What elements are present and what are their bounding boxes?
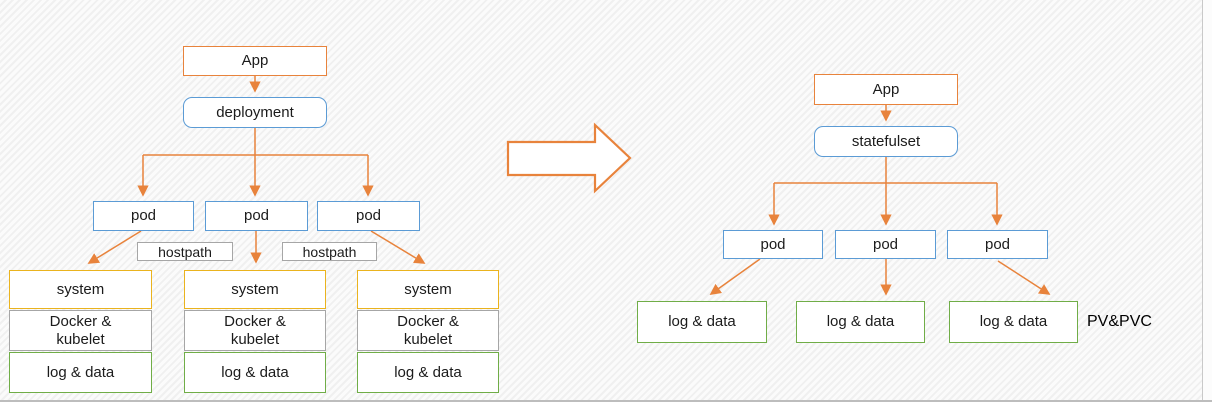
right-pod-box-3: pod (947, 230, 1048, 259)
node1-system-box: system (9, 270, 152, 309)
node1-storage-box: log & data (9, 352, 152, 393)
node3-system-box: system (357, 270, 499, 309)
right-pod-box-2: pod (835, 230, 936, 259)
edge-right-pod3-volume3 (997, 260, 1051, 295)
bottom-edge (0, 400, 1212, 402)
node3-runtime-box: Docker & kubelet (357, 310, 499, 351)
left-pod-box-2: pod (205, 201, 308, 231)
left-pod-box-3: pod (317, 201, 420, 231)
edge-left-pod3-node3 (370, 230, 426, 264)
left-app-box: App (183, 46, 327, 76)
right-pod-box-1: pod (723, 230, 823, 259)
left-pod-box-1: pod (93, 201, 194, 231)
right-app-box: App (814, 74, 958, 105)
node2-runtime-box: Docker & kubelet (184, 310, 326, 351)
edge-right-branch (774, 157, 997, 184)
right-volume-box-3: log & data (949, 301, 1078, 343)
hostpath-box-2: hostpath (282, 242, 377, 261)
transition-arrow (506, 122, 632, 194)
left-deployment-box: deployment (183, 97, 327, 128)
right-gutter (1202, 0, 1212, 402)
edge-left-pod1-node1 (87, 230, 142, 264)
node1-runtime-box: Docker & kubelet (9, 310, 152, 351)
hostpath-box-1: hostpath (137, 242, 233, 261)
edge-left-branch (143, 128, 368, 156)
node3-storage-box: log & data (357, 352, 499, 393)
right-volume-box-1: log & data (637, 301, 767, 343)
pv-pvc-annotation: PV&PVC (1087, 313, 1152, 330)
right-volume-box-2: log & data (796, 301, 925, 343)
node2-storage-box: log & data (184, 352, 326, 393)
edge-right-pod1-volume1 (709, 258, 761, 295)
node2-system-box: system (184, 270, 326, 309)
right-statefulset-box: statefulset (814, 126, 958, 157)
